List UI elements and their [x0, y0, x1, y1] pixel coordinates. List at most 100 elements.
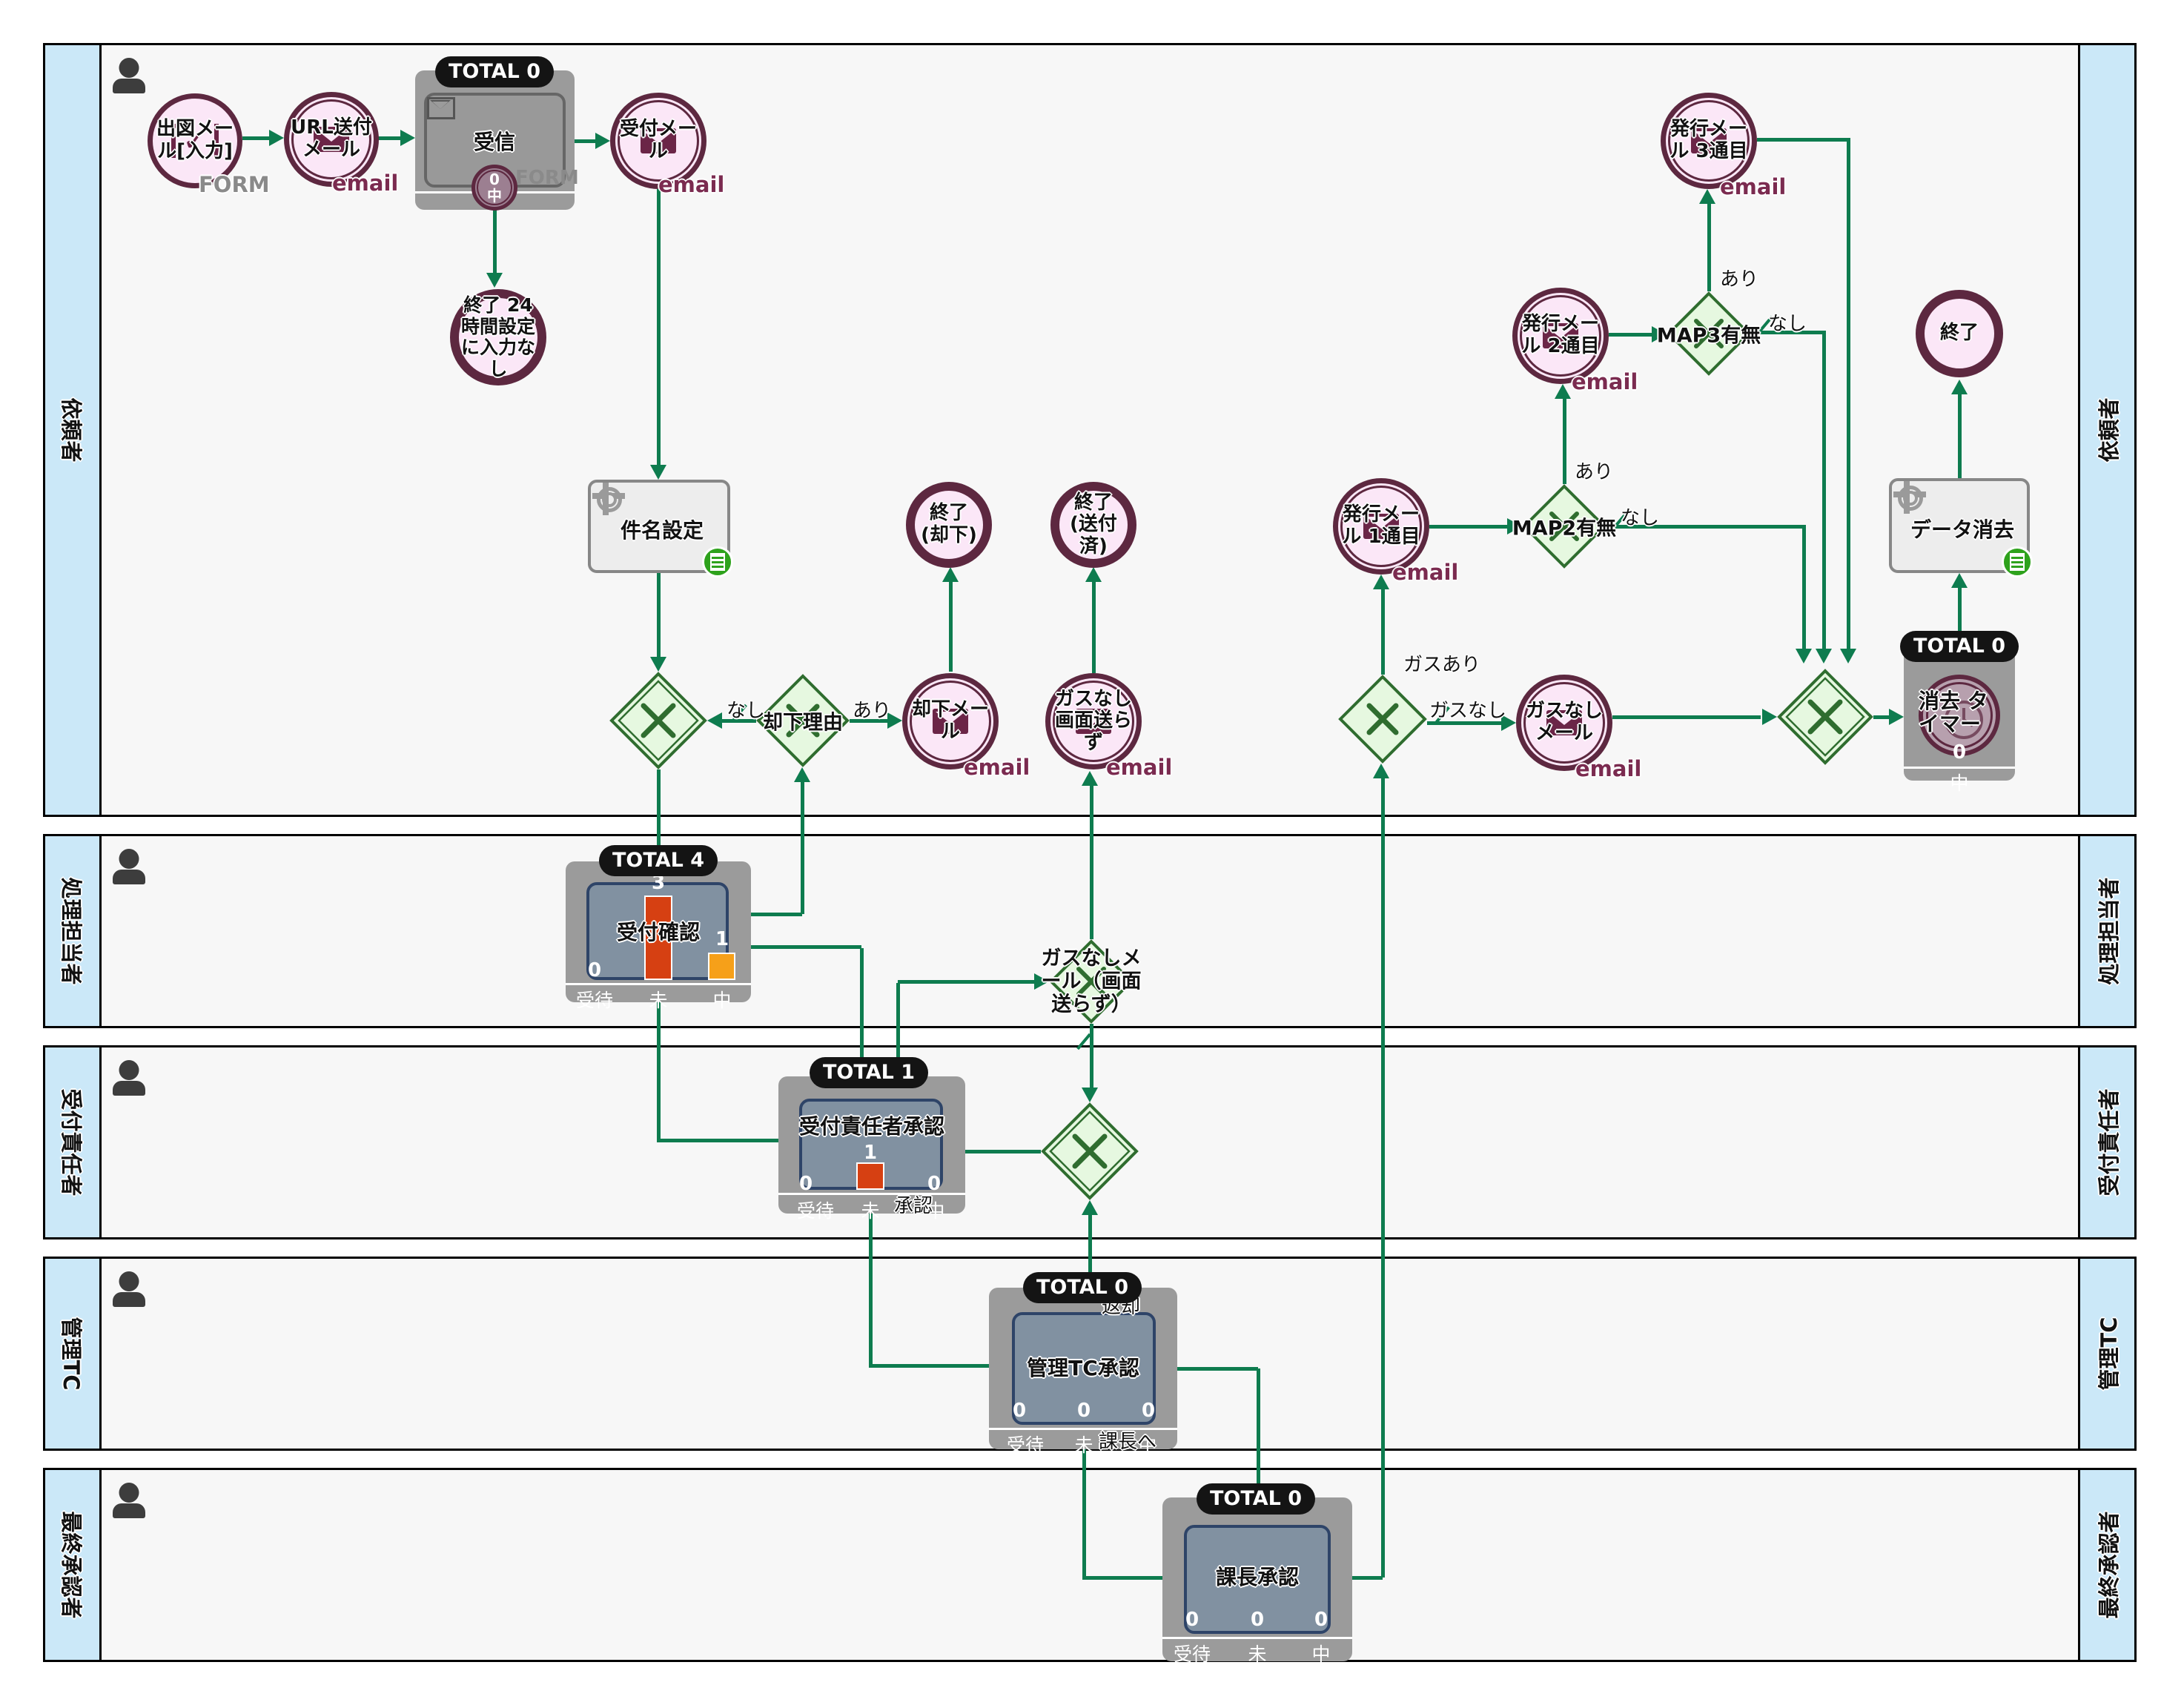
gateway-merge-henkyaku[interactable] — [1041, 1102, 1139, 1200]
event-gasnashi-mail[interactable]: ガスなし メール — [1516, 675, 1612, 771]
email-icon — [1076, 709, 1111, 734]
gateway-map2-umu[interactable]: MAP2有無 — [1512, 484, 1616, 569]
flow — [1381, 589, 1385, 675]
flow — [1757, 138, 1850, 142]
flow — [1958, 588, 1962, 632]
flow — [1088, 1215, 1092, 1288]
gateway-gas-umu[interactable] — [1338, 675, 1427, 764]
flow — [1563, 399, 1566, 484]
total-badge: TOTAL 0 — [1900, 631, 2019, 662]
task-sekininsha-shonin[interactable]: 受待 未 中 — [778, 1076, 965, 1222]
end-event-sofuzumi[interactable]: 終了 (送付済) — [1050, 482, 1136, 568]
gateway-gasnashi-mail-okurazu[interactable]: ガスなしメール（画面送らず） — [1042, 939, 1142, 1024]
task-kacho-shonin[interactable]: 受待 未 中 — [1162, 1497, 1352, 1665]
flow — [898, 980, 1034, 984]
task-data-shokyo[interactable]: データ消去 — [1889, 478, 2033, 577]
email-tag: email — [658, 172, 725, 197]
email-icon — [1691, 128, 1727, 153]
lane-label-bar: 受付責任者 — [45, 1047, 102, 1237]
email-icon — [314, 127, 349, 152]
flow — [1802, 525, 1806, 649]
flow — [729, 913, 802, 916]
flow — [657, 1139, 784, 1142]
chart-bar-naka — [708, 953, 735, 980]
email-icon — [933, 709, 968, 734]
event-hakko-mail-3[interactable]: 発行メール 3通目 — [1661, 93, 1757, 189]
event-hakko-mail-1[interactable]: 発行メール 1通目 — [1333, 478, 1429, 575]
lane-label: 最終承認者 — [2096, 1511, 2122, 1619]
flow — [747, 945, 861, 949]
email-icon — [1363, 514, 1399, 539]
flow — [1751, 331, 1825, 334]
flow — [1331, 1576, 1383, 1580]
flow-label: あり — [1575, 461, 1614, 483]
event-kyakka-mail[interactable]: 却下メール — [902, 673, 999, 769]
gateway-kyakka-riyu[interactable]: 却下理由 — [756, 674, 850, 767]
gateway-merge-right[interactable] — [1777, 669, 1873, 765]
event-uketsuke-mail[interactable]: 受付メール — [610, 93, 707, 189]
flow-label: 課長へ — [1099, 1431, 1157, 1453]
flow — [1173, 1367, 1258, 1371]
person-icon — [113, 849, 145, 884]
lane-label: 最終承認者 — [58, 1511, 84, 1619]
flow — [1090, 1024, 1093, 1088]
lane-label-bar: 依頼者 — [45, 45, 102, 815]
lane-label: 依頼者 — [58, 397, 84, 463]
event-gasnashi-gamen[interactable]: ガスなし画面送らず — [1045, 673, 1142, 769]
flow — [575, 139, 597, 143]
flow — [869, 1214, 873, 1366]
flow — [657, 769, 661, 847]
task-kenmei-settei[interactable]: 件名設定 — [588, 480, 733, 577]
flow — [1082, 1449, 1086, 1578]
flow — [657, 573, 661, 658]
flow — [378, 136, 402, 140]
chart-bar-mi — [856, 1162, 884, 1190]
email-tag: email — [1392, 560, 1459, 585]
email-icon — [1546, 710, 1582, 735]
task-jushin[interactable]: 受信 FORM — [415, 70, 579, 210]
chart-bar-mi — [644, 896, 672, 980]
lane-label: 管理TC — [2096, 1317, 2122, 1391]
flow-label: なし — [1621, 507, 1660, 529]
flow-label: ガスなし — [1429, 700, 1507, 722]
gear-icon — [1893, 481, 1926, 514]
end-event-kyakka[interactable]: 終了 (却下) — [906, 482, 992, 568]
email-tag: email — [1720, 174, 1787, 199]
person-icon — [113, 58, 145, 93]
end-event-24h[interactable]: 終了 24時間設定に入力なし — [450, 289, 546, 385]
email-tag: email — [1572, 369, 1638, 394]
flow — [1847, 138, 1850, 649]
lane-label: 受付責任者 — [2096, 1088, 2122, 1196]
gateway-map3-umu[interactable]: MAP3有無 — [1657, 291, 1761, 376]
flow — [242, 136, 271, 140]
flow — [801, 782, 804, 914]
calculator-icon — [2002, 546, 2033, 577]
email-tag: email — [964, 755, 1030, 780]
timer-intermediate-event[interactable] — [1919, 675, 2000, 756]
flow — [850, 719, 887, 723]
flow — [960, 1150, 1041, 1153]
flow — [657, 189, 661, 467]
lane-label: 処理担当者 — [58, 877, 84, 985]
task-kanri-tc-shonin[interactable]: 受待 未 中 — [989, 1288, 1177, 1456]
flow-label: あり — [1720, 268, 1759, 291]
end-event-right[interactable]: 終了 — [1916, 290, 2003, 377]
flow — [949, 582, 953, 672]
timer-title: 消去 タイマー — [1919, 689, 1988, 736]
lane-label-bar: 処理担当者 — [2078, 836, 2134, 1026]
start-event-shutsuzu-mail[interactable]: ✓ 出図メール[入力] — [148, 93, 242, 188]
flow — [1429, 525, 1507, 529]
event-url-mail[interactable]: URL送付メール — [284, 92, 379, 187]
flow — [1873, 715, 1889, 719]
total-badge: TOTAL 0 — [435, 56, 554, 87]
flow — [1609, 333, 1652, 337]
flow-label: あり — [853, 700, 892, 722]
event-hakko-mail-2[interactable]: 発行メール 2通目 — [1512, 288, 1609, 384]
total-badge: TOTAL 0 — [1197, 1483, 1315, 1515]
flow — [1090, 786, 1093, 939]
form-tag: FORM — [515, 167, 579, 189]
gateway-merge-1[interactable] — [609, 672, 707, 769]
person-icon — [113, 1271, 145, 1307]
flow — [1082, 1576, 1165, 1580]
